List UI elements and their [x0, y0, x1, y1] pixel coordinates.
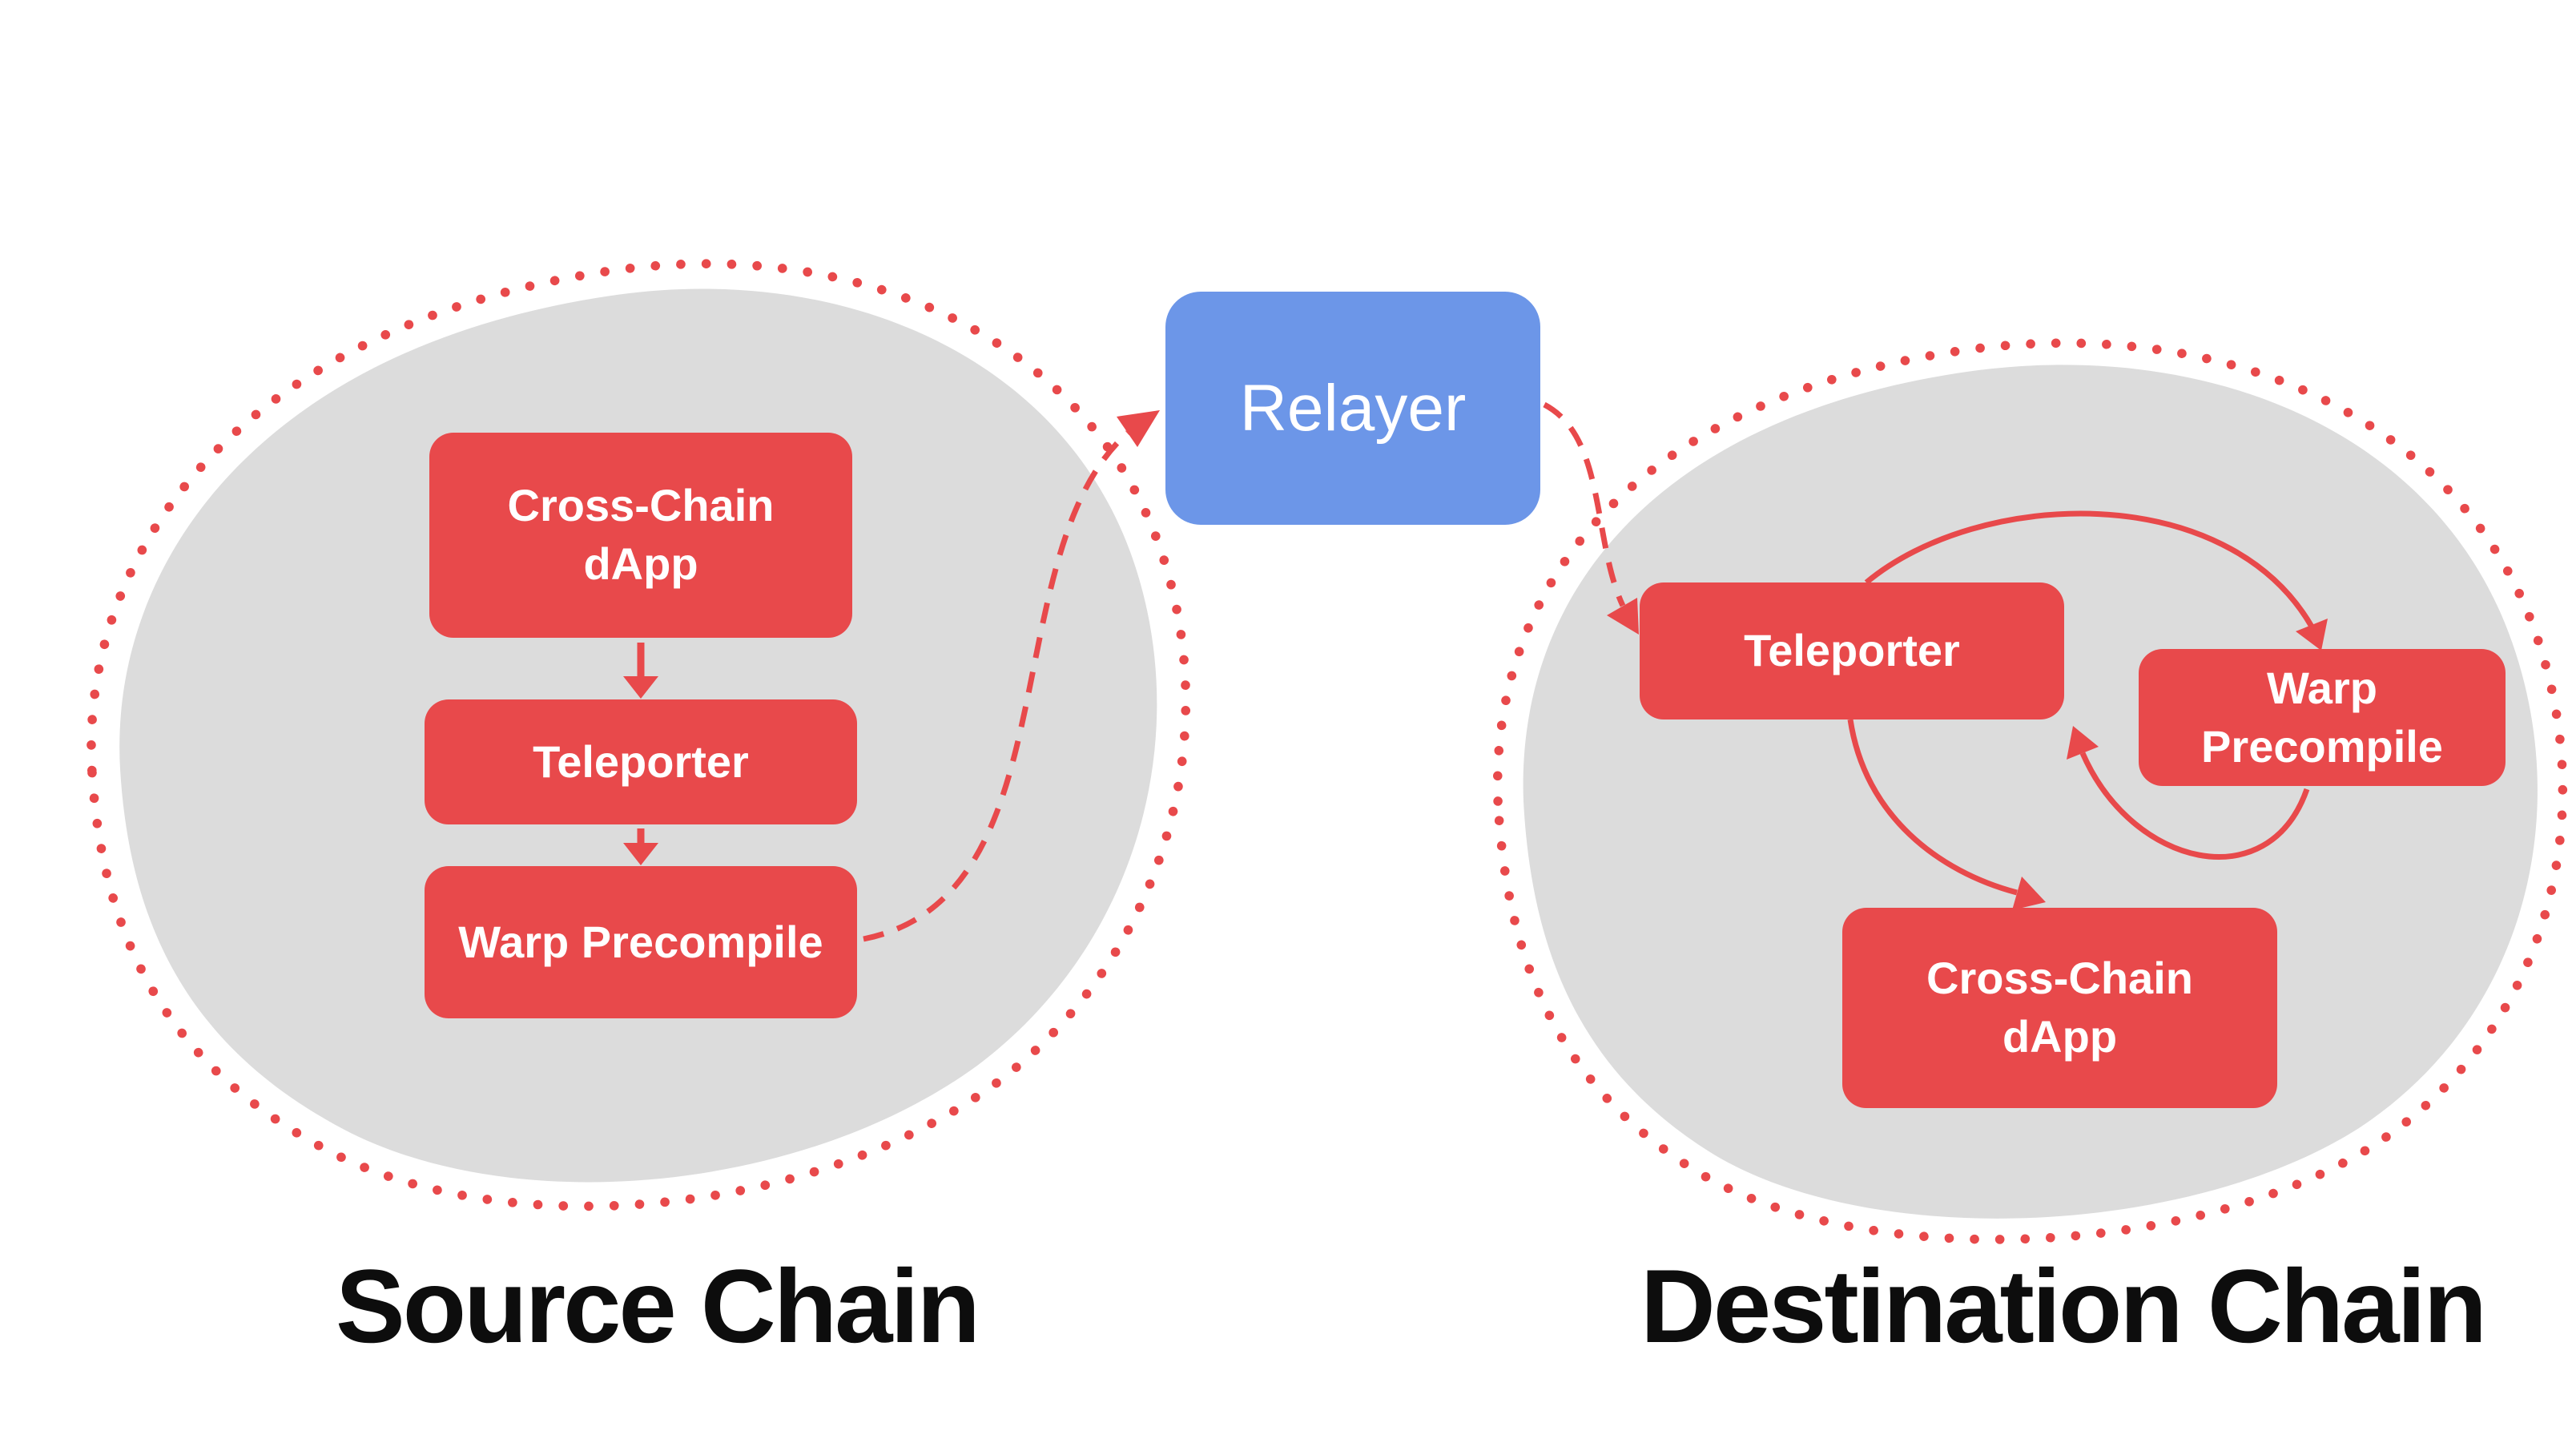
source-teleporter-label: Teleporter — [533, 736, 749, 787]
arrow-src-warp-to-relayer — [863, 430, 1130, 942]
relayer-label: Relayer — [1239, 371, 1467, 445]
arrow-dst-teleporter-to-dapp — [1847, 719, 2018, 896]
source-cross-chain-dapp-label: Cross-Chain dApp — [507, 480, 775, 589]
destination-cross-chain-dapp-label: Cross-Chain dApp — [1926, 953, 2193, 1062]
destination-teleporter-label: Teleporter — [1744, 625, 1960, 676]
destination-chain-title: Destination Chain — [1640, 1247, 2487, 1364]
source-warp-precompile-node: Warp Precompile — [425, 866, 857, 1018]
arrowhead-dst-warp-to-teleporter — [2067, 726, 2099, 760]
arrowhead-src-teleporter-to-warp — [623, 843, 658, 865]
arrow-dst-warp-to-teleporter — [2079, 752, 2310, 860]
destination-cross-chain-dapp-node: Cross-Chain dApp — [1842, 908, 2277, 1108]
destination-chain-dotted-outline — [1492, 338, 2568, 1244]
arrowhead-src-warp-to-relayer — [1117, 410, 1160, 447]
source-warp-precompile-label: Warp Precompile — [458, 916, 823, 967]
arrowhead-src-dapp-to-teleporter — [623, 676, 658, 699]
source-cross-chain-dapp-node: Cross-Chain dApp — [429, 433, 852, 638]
relayer-node: Relayer — [1165, 292, 1540, 525]
arrow-dst-teleporter-to-warp — [1864, 510, 2315, 628]
arrowhead-dst-teleporter-to-warp — [2296, 619, 2328, 651]
source-chain-title: Source Chain — [336, 1247, 980, 1364]
arrowhead-dst-teleporter-to-dapp — [2012, 877, 2046, 910]
destination-warp-precompile-label: Warp Precompile — [2201, 662, 2443, 772]
destination-teleporter-node: Teleporter — [1640, 582, 2064, 719]
destination-chain-blob — [1523, 365, 2538, 1219]
arrow-relayer-to-dst-teleporter — [1543, 401, 1626, 607]
destination-warp-precompile-node: Warp Precompile — [2139, 649, 2506, 786]
arrowhead-relayer-to-dst-teleporter — [1607, 598, 1639, 635]
source-teleporter-node: Teleporter — [425, 699, 857, 824]
